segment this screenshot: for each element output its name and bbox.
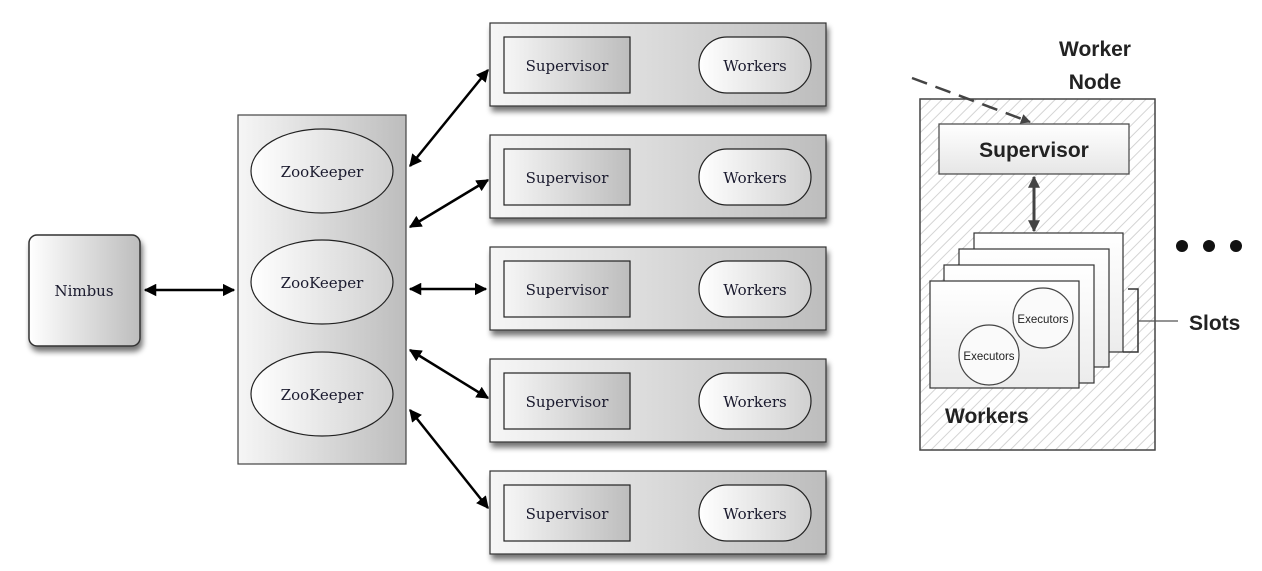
supervisor-label: Supervisor (526, 281, 610, 299)
zookeeper-node: ZooKeeper (250, 128, 394, 214)
supervisor-row: Supervisor Workers (489, 470, 827, 555)
supervisor-row: Supervisor Workers (489, 22, 827, 107)
slots-label: Slots (1189, 312, 1240, 335)
slots-bracket (1123, 288, 1178, 353)
arrow (408, 348, 490, 400)
zookeeper-node: ZooKeeper (250, 351, 394, 437)
workers-label: Workers (723, 169, 786, 187)
nimbus-node: Nimbus (28, 234, 141, 347)
dashed-incoming-arrow (911, 76, 1031, 124)
workers-label: Workers (723, 281, 786, 299)
supervisor-row: Supervisor Workers (489, 358, 827, 443)
arrow (409, 409, 489, 509)
supervisor-label: Supervisor (526, 393, 610, 411)
supervisor-label: Supervisor (979, 139, 1089, 162)
workers-label: Workers (723, 393, 786, 411)
executor-circle: Executors (958, 324, 1020, 386)
worker-node-title-line1: Worker (1059, 38, 1131, 61)
executor-label: Executors (963, 351, 1014, 363)
zookeeper-cluster: ZooKeeper ZooKeeper ZooKeeper (237, 114, 407, 465)
workers-label: Workers (945, 405, 1029, 428)
supervisor-row: Supervisor Workers (489, 246, 827, 331)
worker-node-supervisor: Supervisor (938, 123, 1130, 175)
worker-slots-stack: Executors Executors (929, 232, 1124, 389)
worker-node-title-line2: Node (1069, 71, 1122, 94)
arrow (409, 69, 489, 167)
zookeeper-label: ZooKeeper (281, 274, 365, 292)
workers-label: Workers (723, 505, 786, 523)
arrow (408, 178, 490, 229)
supervisor-row: Supervisor Workers (489, 134, 827, 219)
supervisor-label: Supervisor (526, 57, 610, 75)
zookeeper-label: ZooKeeper (281, 386, 365, 404)
more-nodes-ellipsis (1176, 240, 1242, 252)
zookeeper-supervisor-arrows (408, 69, 490, 509)
supervisor-label: Supervisor (526, 505, 610, 523)
zookeeper-node: ZooKeeper (250, 239, 394, 325)
workers-label: Workers (723, 57, 786, 75)
supervisor-label: Supervisor (526, 169, 610, 187)
executor-label: Executors (1017, 314, 1068, 326)
executor-circle: Executors (1012, 287, 1074, 349)
zookeeper-label: ZooKeeper (281, 163, 365, 181)
nimbus-label: Nimbus (54, 282, 113, 300)
